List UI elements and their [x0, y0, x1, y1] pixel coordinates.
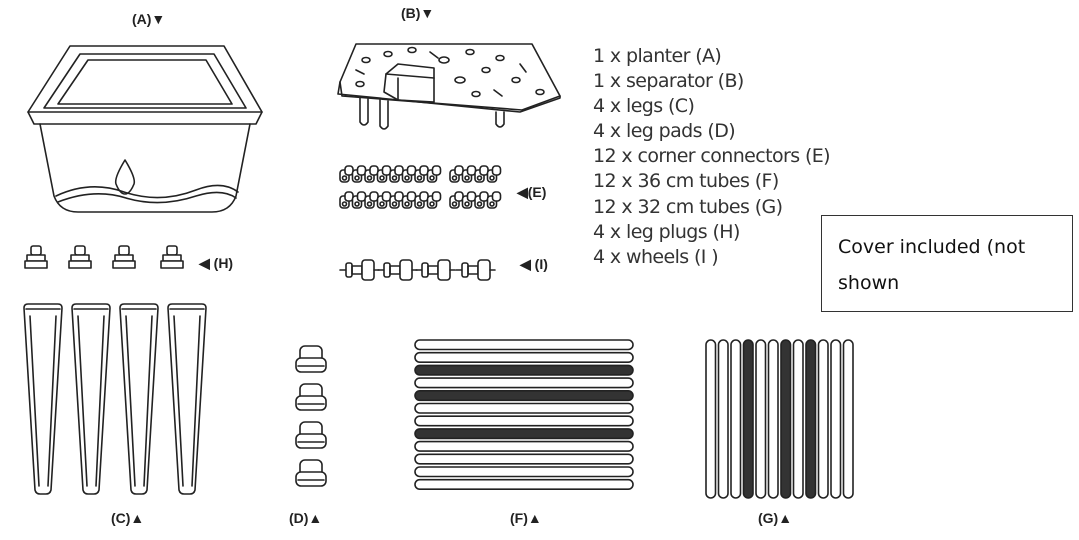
corner-connector	[376, 191, 392, 209]
label-c: (C)▲	[111, 510, 145, 526]
parts-list-item: 12 x 32 cm tubes (G)	[593, 195, 783, 218]
long-tube	[414, 415, 634, 427]
label-b: (B)▼	[401, 5, 435, 21]
parts-list-item: 4 x leg plugs (H)	[593, 220, 740, 243]
corner-connector	[339, 165, 354, 183]
corner-connector	[486, 165, 502, 183]
long-tube	[414, 402, 634, 414]
corner-connector	[414, 165, 429, 183]
wheel-icon	[339, 259, 496, 281]
leg-plug	[112, 245, 136, 269]
long-tube	[414, 478, 634, 491]
corner-connector	[449, 165, 464, 183]
long-tube	[414, 339, 634, 351]
leg-plug-icon	[24, 245, 184, 269]
corner-connector	[486, 191, 502, 209]
label-f: (F)▲	[510, 510, 542, 526]
leg-plug	[160, 245, 184, 269]
leg-icon	[23, 303, 207, 495]
corner-connector	[351, 191, 367, 209]
corner-connector	[426, 165, 442, 183]
label-a: (A)▼	[132, 11, 166, 27]
wheel	[455, 259, 496, 281]
leg-pad	[295, 421, 327, 449]
leg-pad	[295, 345, 327, 373]
parts-list-item: 4 x legs (C)	[593, 95, 695, 118]
corner-connector	[389, 165, 404, 183]
wheel	[377, 259, 418, 281]
corner-connector	[474, 165, 489, 183]
short-tube	[742, 339, 754, 499]
long-tube	[414, 466, 634, 478]
corner-connector	[461, 165, 477, 183]
long-tube	[414, 377, 634, 389]
corner-connector	[461, 191, 477, 209]
leg-plug	[68, 245, 92, 269]
leg-plug	[24, 245, 48, 269]
long-tube	[414, 453, 634, 465]
parts-list-item: 1 x separator (B)	[593, 70, 744, 93]
long-tube	[414, 428, 634, 440]
planter-icon	[27, 45, 263, 213]
short-tube	[755, 339, 767, 499]
short-tube	[830, 339, 842, 499]
corner-connector	[414, 191, 429, 209]
parts-list: 1 x planter (A) 1 x separator (B) 4 x le…	[593, 44, 831, 270]
corner-connector-icon	[339, 165, 502, 209]
wheel	[339, 259, 380, 281]
label-d: (D)▲	[289, 510, 323, 526]
leg-pad	[295, 383, 327, 411]
short-tubes-group	[705, 339, 854, 499]
label-e: ◀(E)	[517, 184, 547, 200]
corner-connector	[339, 191, 354, 209]
short-tube	[842, 339, 854, 499]
short-tube	[817, 339, 829, 499]
separator-icon	[337, 43, 561, 130]
long-tube	[414, 389, 634, 402]
long-tube	[414, 440, 634, 452]
leg-pad-icon	[295, 345, 327, 487]
leg	[23, 303, 63, 495]
short-tube	[717, 339, 729, 499]
corner-connector	[426, 191, 442, 209]
label-i: ◀ (I)	[520, 256, 548, 272]
parts-list-item: 4 x wheels (I )	[593, 245, 719, 268]
label-g: (G)▲	[758, 510, 793, 526]
leg-pad	[295, 459, 327, 487]
corner-connector	[376, 165, 392, 183]
short-tube	[780, 339, 792, 499]
short-tube	[767, 339, 779, 499]
short-tube	[705, 339, 717, 499]
leg	[71, 303, 111, 495]
short-tube	[730, 339, 742, 499]
wheel	[415, 259, 456, 281]
corner-connector	[364, 191, 379, 209]
leg	[119, 303, 159, 495]
parts-list-item: 12 x 36 cm tubes (F)	[593, 170, 779, 193]
parts-list-item: 4 x leg pads (D)	[593, 120, 736, 143]
corner-connector	[364, 165, 379, 183]
parts-list-item: 12 x corner connectors (E)	[593, 145, 831, 168]
long-tube	[414, 364, 634, 376]
short-tube	[805, 339, 817, 499]
corner-connector	[401, 191, 417, 209]
leg	[167, 303, 207, 495]
corner-connector	[449, 191, 464, 209]
corner-connector	[474, 191, 489, 209]
corner-connector	[401, 165, 417, 183]
cover-note-box: Cover included (not shown	[821, 215, 1073, 312]
corner-connector	[351, 165, 367, 183]
corner-connector	[389, 191, 404, 209]
short-tube	[792, 339, 804, 499]
long-tubes-group	[414, 339, 634, 491]
label-h: ◀ (H)	[199, 255, 234, 271]
long-tube	[414, 351, 634, 364]
parts-list-item: 1 x planter (A)	[593, 45, 722, 67]
